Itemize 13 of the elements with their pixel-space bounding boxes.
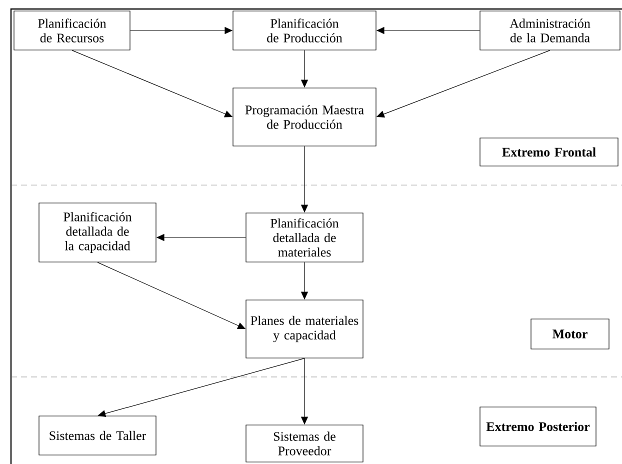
process-box: Planes de materiales y capacidad	[246, 300, 364, 358]
process-box: Planificación de Producción	[232, 10, 376, 50]
process-box: Sistemas de Proveedor	[246, 424, 364, 462]
process-box: Administración de la Demanda	[480, 10, 620, 50]
section-label-box: Extremo Frontal	[480, 138, 618, 166]
process-box: Programación Maestra de Producción	[232, 88, 376, 146]
arrow	[98, 358, 305, 418]
process-box: Sistemas de Taller	[38, 416, 156, 456]
process-box: Planificación de Recursos	[14, 10, 130, 50]
section-label-box: Extremo Posterior	[480, 406, 596, 446]
section-label-box: Motor	[530, 318, 610, 350]
process-box: Planificación detallada de la capacidad	[38, 202, 156, 262]
process-box: Planificación detallada de materiales	[246, 212, 364, 262]
